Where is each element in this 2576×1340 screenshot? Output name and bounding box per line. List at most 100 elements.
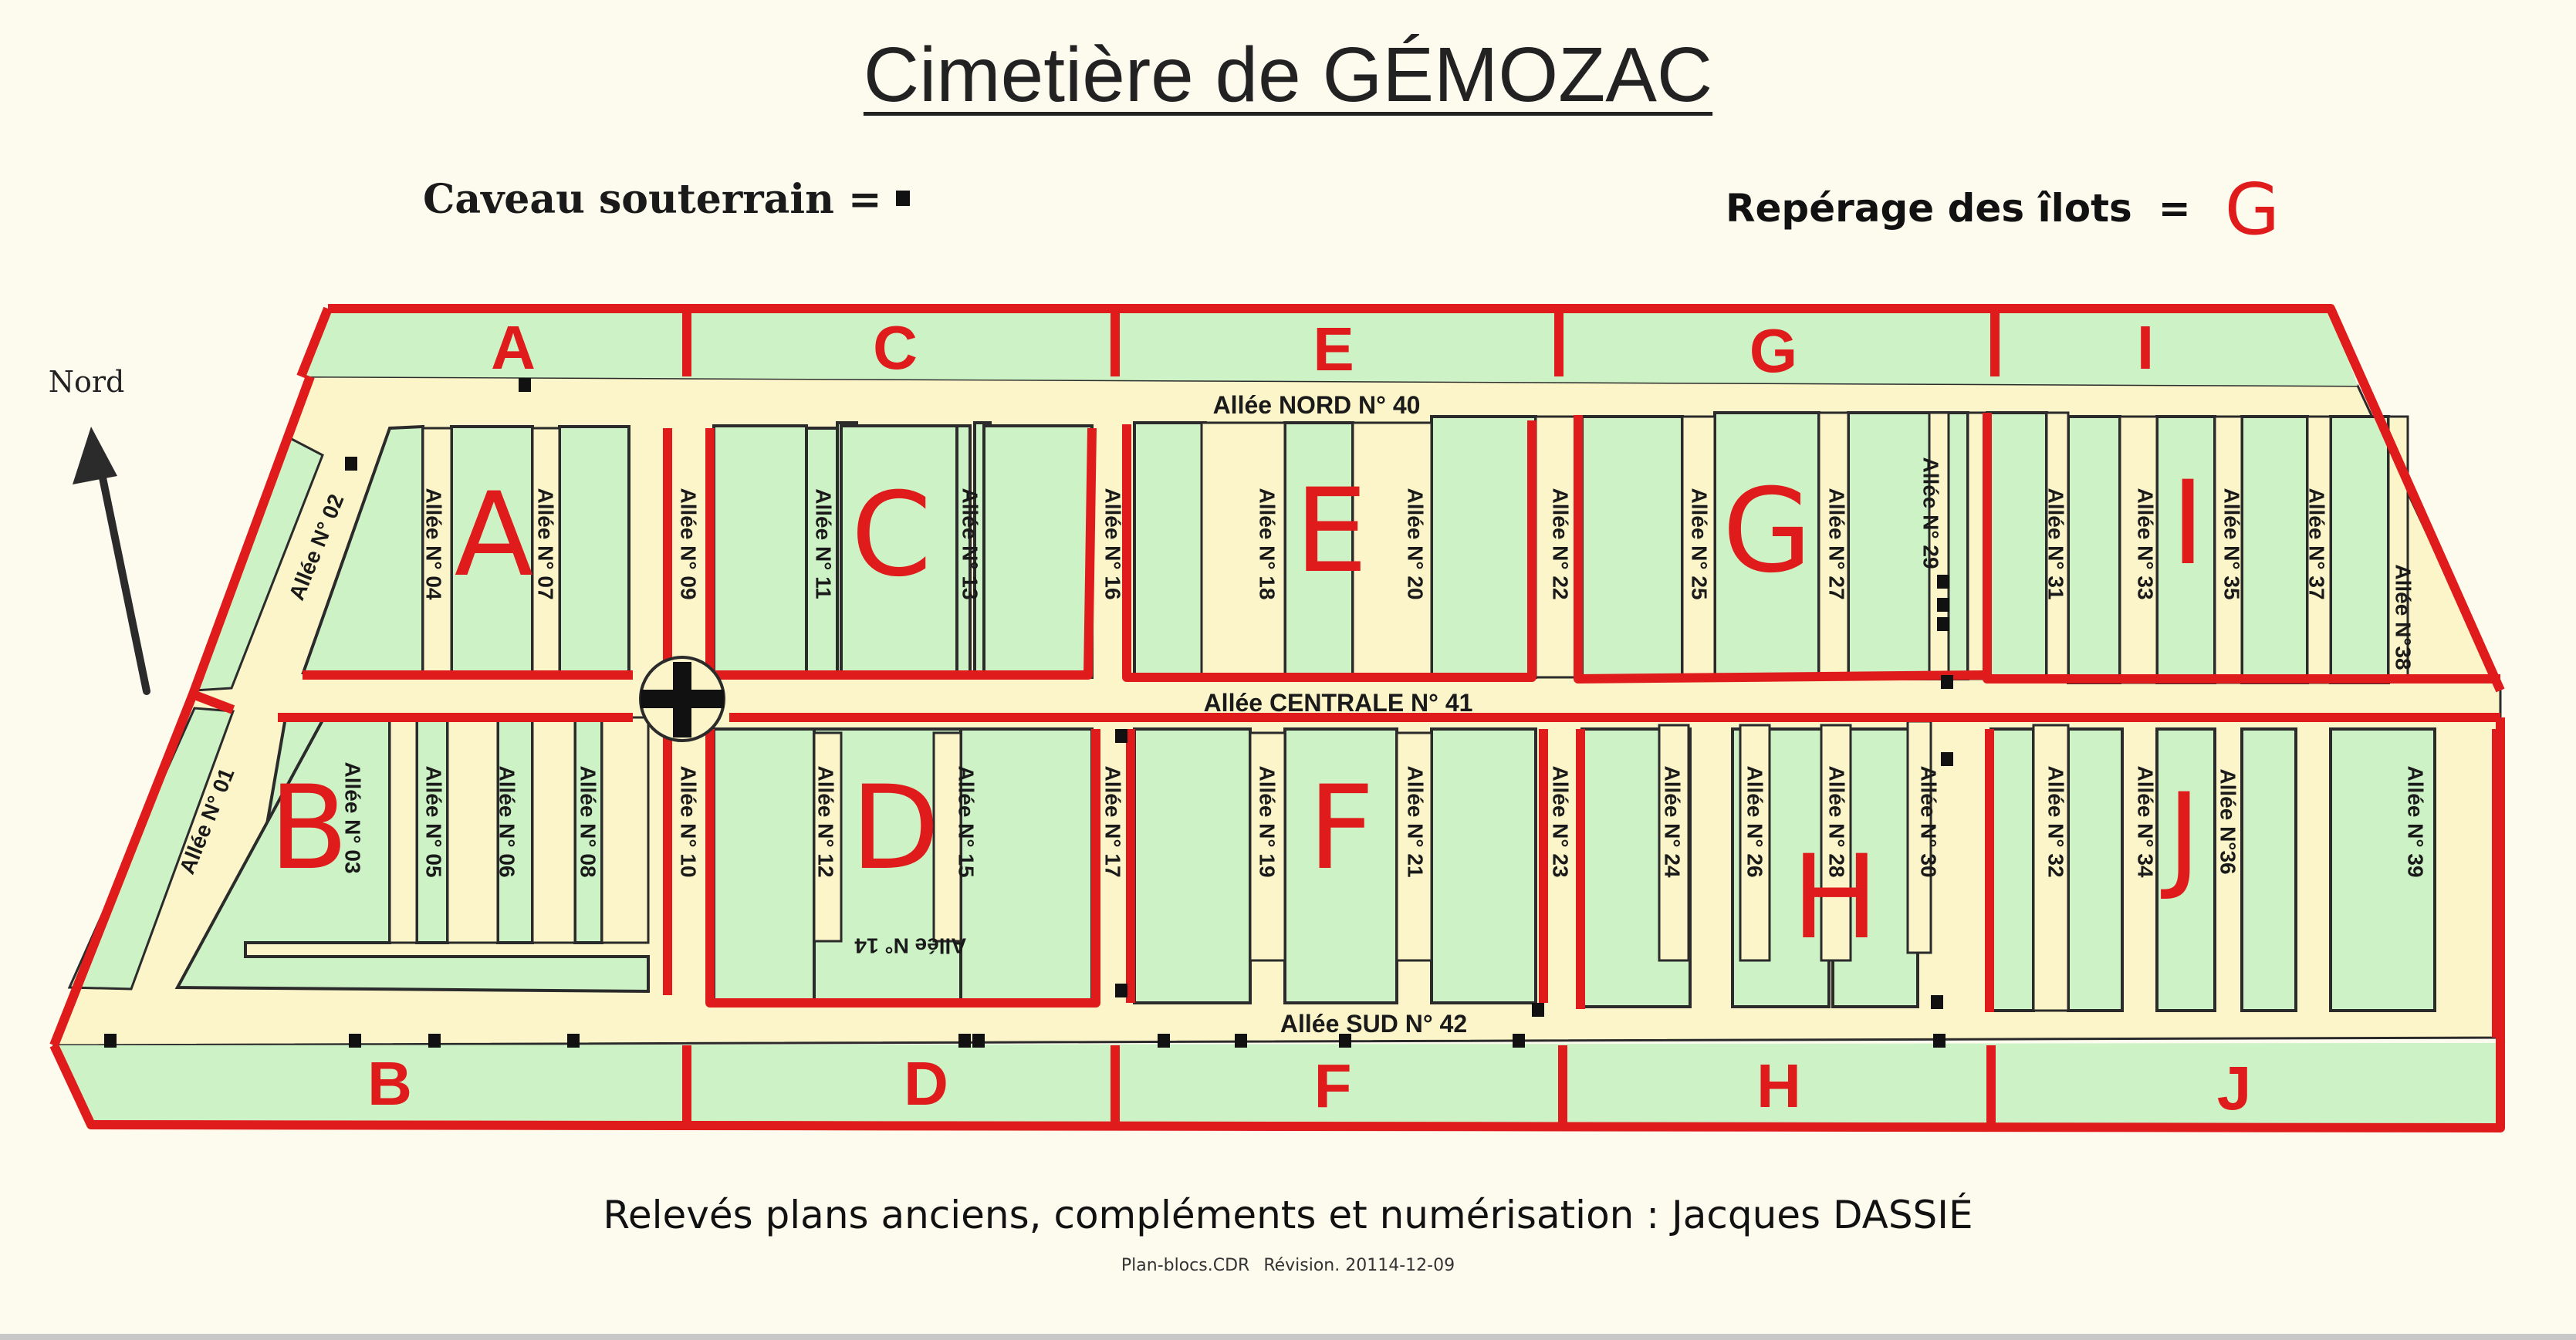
block-letter-large: J (2161, 769, 2201, 903)
legend-islands: Repérage des îlots = G (1726, 168, 2280, 251)
side-alley (421, 427, 453, 675)
plot (1580, 415, 1684, 680)
vault-marker (1941, 752, 1953, 766)
vault-marker (519, 378, 531, 392)
side-alley-label: Allée N° 19 (1256, 765, 1280, 877)
revision: Révision. 20114-12-09 (1263, 1256, 1455, 1275)
side-alley-label: Allée N° 06 (495, 765, 519, 877)
block-border (705, 427, 1097, 680)
side-alley (813, 731, 843, 943)
block-letter-strip: A (491, 313, 536, 382)
vault-marker (1115, 729, 1127, 743)
side-alley-label: Allée N° 18 (1256, 488, 1280, 599)
block-border (296, 306, 333, 379)
legend-islands-equals: = (2158, 186, 2191, 231)
north-strip (301, 309, 2358, 386)
plot (2067, 727, 2124, 1012)
plot (2155, 727, 2216, 1012)
side-alley-label: Allée N° 04 (422, 488, 446, 599)
side-alley (388, 716, 418, 944)
side-alley-label: Allée N° 31 (2044, 488, 2068, 599)
side-alley-label: Allée N° 17 (1101, 765, 1125, 877)
side-alley-label: Allée N° 12 (814, 765, 838, 877)
side-alley-label: Allée N° 33 (2134, 488, 2158, 599)
plot (1847, 411, 1969, 680)
side-alley (2045, 411, 2070, 680)
side-alley-label: Allée N° 34 (2134, 765, 2158, 877)
side-alley (1351, 421, 1433, 680)
side-alley-label: Allée N° 30 (1917, 765, 1941, 877)
page-title: Cimetière de GÉMOZAC (863, 32, 1713, 118)
north-label: Nord (49, 365, 125, 399)
vault-marker (1339, 1034, 1351, 1048)
block-border (328, 304, 2505, 693)
side-alley-label: Allée N° 13 (958, 488, 982, 599)
legend-islands-label: Repérage des îlots (1726, 186, 2132, 231)
plot (2240, 727, 2297, 1012)
side-alley-label: Allée N° 24 (1661, 765, 1685, 877)
side-alley (1817, 411, 1850, 680)
vault-marker (1115, 984, 1127, 997)
plot (2067, 415, 2121, 684)
side-alley-label: Allée N° 11 (812, 488, 836, 599)
plot (1989, 727, 2035, 1012)
plot (982, 424, 1094, 679)
plot (712, 424, 808, 679)
block-border (1122, 420, 1536, 682)
side-alley-label: Allée N° 26 (1743, 765, 1767, 877)
vaults (104, 378, 1953, 1048)
plot (1133, 421, 1207, 680)
side-alley-label: Allée N° 25 (1688, 488, 1712, 599)
plot (2329, 727, 2436, 1012)
plot (1133, 727, 1252, 1004)
side-alley-label: Allée N° 27 (1825, 488, 1849, 599)
block-letter-strip: D (904, 1049, 948, 1118)
side-alley-label: Allée N° 21 (1404, 765, 1428, 877)
side-alley (2306, 415, 2332, 684)
side-alley-label: Allée N° 22 (1549, 488, 1573, 599)
side-alley (446, 716, 499, 944)
side-alley (1820, 724, 1852, 962)
plot (1283, 727, 1398, 1004)
side-alley (1658, 724, 1690, 962)
vault-marker (972, 1034, 985, 1048)
side-alley-label: Allée N° 03 (341, 761, 365, 873)
block-letter-large: G (1722, 464, 1812, 599)
plot (558, 425, 630, 674)
block-letter-large: I (2171, 457, 2205, 591)
block-letter-strip: J (2217, 1054, 2252, 1122)
plot (1430, 415, 1537, 679)
vault-marker (1937, 598, 1949, 612)
block-letter-strip: H (1756, 1051, 1801, 1120)
side-alley (2032, 724, 2070, 1012)
plot (1713, 411, 1820, 680)
legend-islands-example: G (2224, 168, 2280, 251)
side-alley-label: Allée N° 28 (1825, 765, 1849, 877)
side-alley-label: Allée N° 39 (2404, 765, 2428, 877)
vault-marker (958, 1034, 971, 1048)
vault-square-icon (895, 190, 910, 206)
vault-marker (1235, 1034, 1247, 1048)
block-letter-large: H (1792, 831, 1879, 965)
side-alley (1906, 720, 1932, 954)
block-letter-large: E (1295, 464, 1368, 599)
block-letter-strip: E (1313, 315, 1354, 383)
side-alley-label: Allée N° 05 (422, 765, 446, 877)
side-alley-label: Allée N°38 (2392, 564, 2415, 670)
plot (712, 727, 816, 1004)
block-letter-large: F (1308, 761, 1374, 896)
block-letter-strip: G (1749, 316, 1797, 385)
block-letter-large: B (269, 761, 349, 896)
side-alley-label: Allée N° 09 (677, 488, 701, 599)
side-alley-label: Allée N° 23 (1549, 765, 1573, 877)
side-alley-label: Allée N° 15 (955, 765, 979, 877)
side-alley-label: Allée N° 08 (576, 765, 600, 877)
side-alley-label: Allée N° 10 (677, 765, 701, 877)
south-strip (54, 1043, 2500, 1128)
vault-marker (1158, 1034, 1170, 1048)
plot (840, 424, 958, 679)
side-alley-label: Allée N° 32 (2044, 765, 2068, 877)
side-alley (1249, 731, 1286, 962)
